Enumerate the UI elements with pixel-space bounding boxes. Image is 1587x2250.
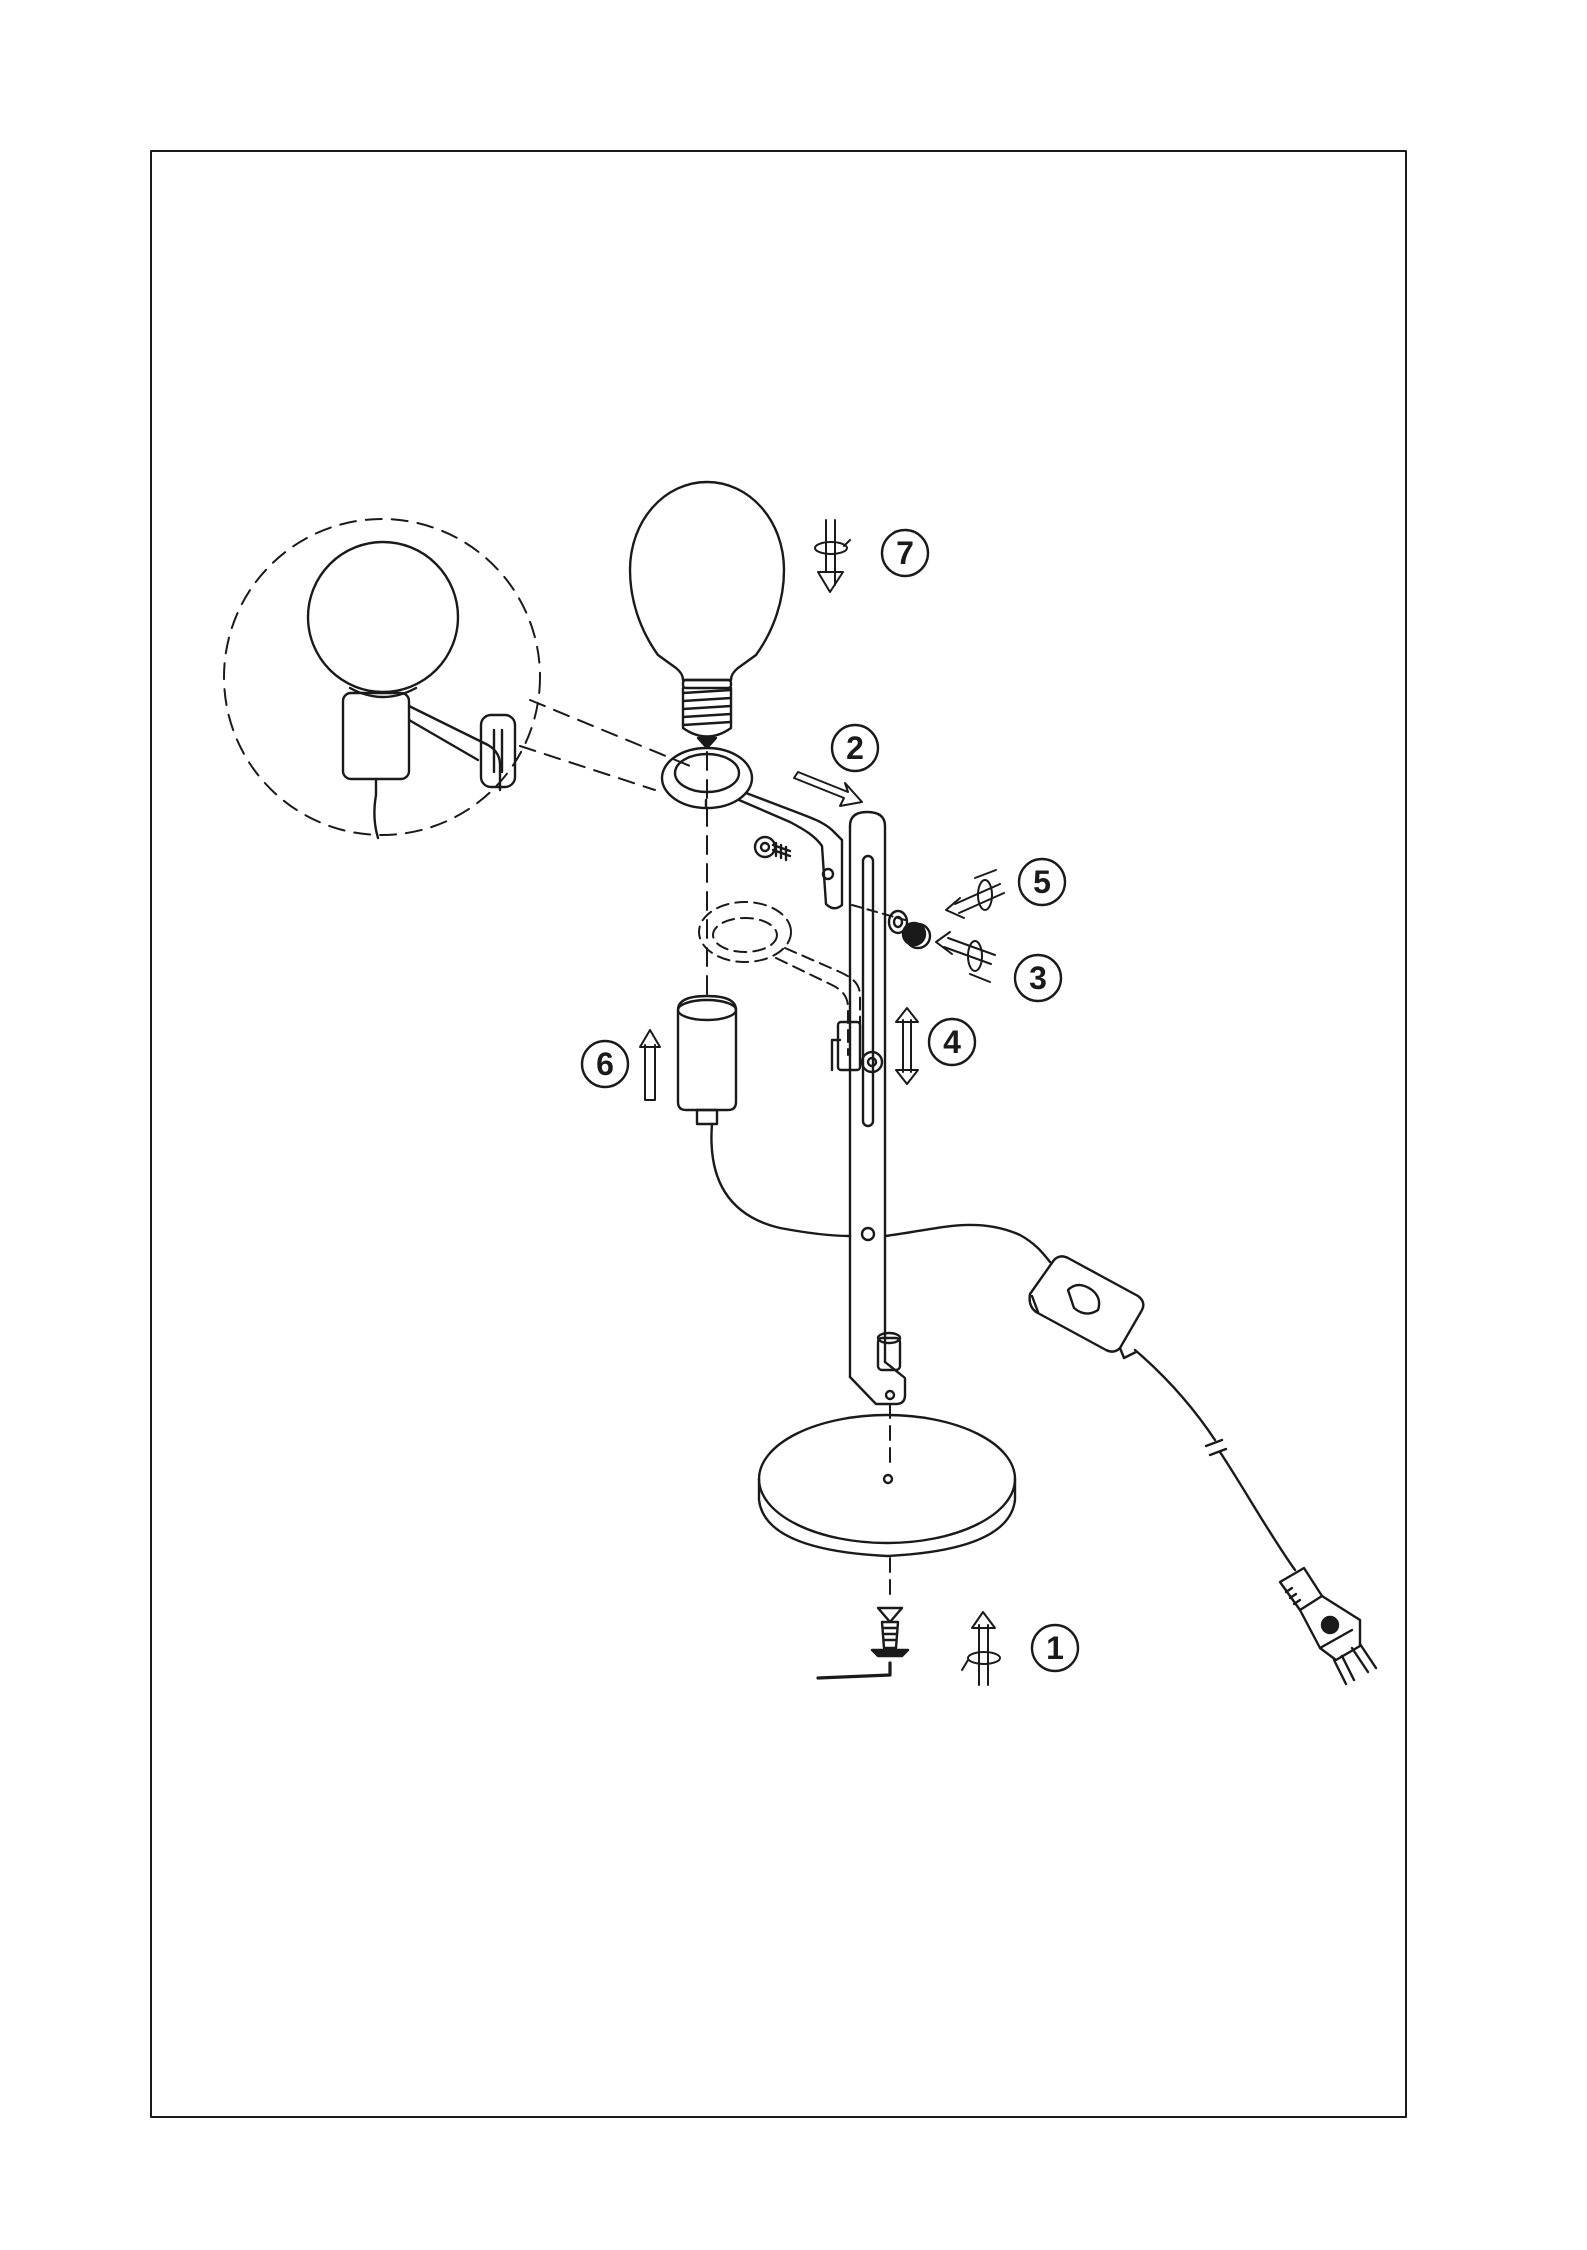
light-bulb-icon <box>630 482 784 748</box>
rotate-in-arrow-icon <box>936 932 995 982</box>
step-number: 5 <box>1033 864 1051 900</box>
step-number: 4 <box>943 1024 961 1060</box>
vertical-adjust-arrow-icon <box>896 1008 918 1084</box>
round-base <box>759 1415 1015 1556</box>
step-number: 7 <box>896 535 914 571</box>
page-frame <box>151 151 1406 2117</box>
step-number: 3 <box>1029 960 1047 996</box>
power-cable <box>1135 1350 1295 1570</box>
power-cable <box>711 1124 850 1236</box>
ghost-ring-arm <box>699 902 860 1055</box>
arm-screw-icon <box>755 837 790 860</box>
detail-leader-line <box>520 746 655 790</box>
rotate-in-arrow-icon <box>946 870 1004 918</box>
allen-key-icon <box>818 1663 890 1678</box>
tightening-knob-icon <box>903 923 930 948</box>
step-badge-7: 7 <box>882 530 928 576</box>
step-badge-1: 1 <box>1032 1625 1078 1671</box>
ring-arm <box>662 748 842 908</box>
step-number: 2 <box>846 730 864 766</box>
step-badge-5: 5 <box>1019 859 1065 905</box>
step-badge-6: 6 <box>582 1041 628 1087</box>
post-base-hole <box>886 1391 894 1399</box>
lamp-socket-icon <box>678 996 736 1124</box>
step-number: 1 <box>1046 1630 1064 1666</box>
detail-inset <box>224 519 690 838</box>
power-plug-icon <box>1280 1568 1376 1684</box>
rotate-up-arrow-icon <box>962 1612 1000 1685</box>
step-badge-4: 4 <box>929 1019 975 1065</box>
power-cable <box>885 1225 1050 1262</box>
inline-switch-icon <box>1030 1256 1144 1358</box>
step-badge-2: 2 <box>832 725 878 771</box>
bottom-screw-icon <box>872 1608 908 1656</box>
slide-right-arrow-icon <box>794 772 862 806</box>
step-badge-3: 3 <box>1015 955 1061 1001</box>
step-number: 6 <box>596 1046 614 1082</box>
upright-post <box>850 812 905 1404</box>
cable-break-mark <box>1206 1440 1226 1455</box>
rotate-down-arrow-icon <box>815 520 850 592</box>
up-arrow-icon <box>640 1030 660 1100</box>
detail-bulb-icon <box>308 542 515 838</box>
height-adjust-knob <box>832 1022 882 1072</box>
